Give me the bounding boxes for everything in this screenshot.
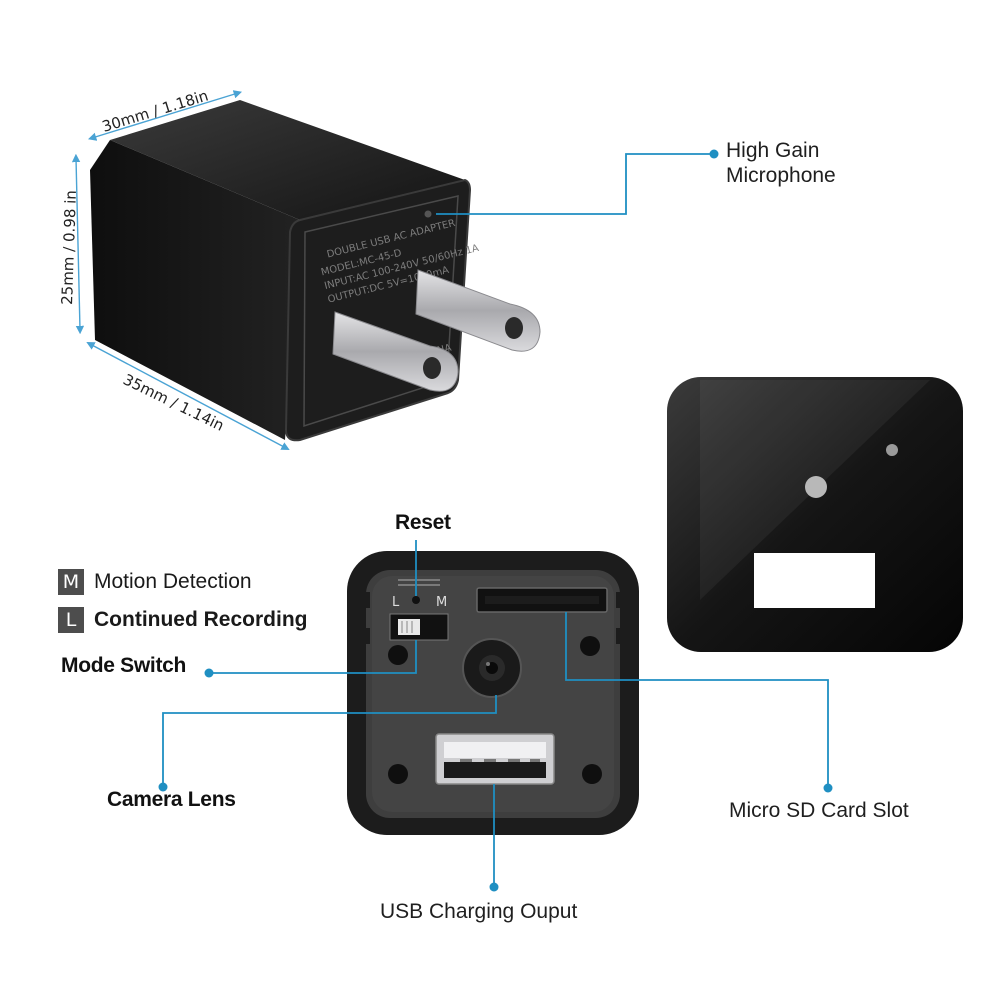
legend-item-continued: L Continued Recording — [58, 607, 308, 633]
callout-dot-icon — [204, 668, 214, 678]
microphone-label-line2: Microphone — [726, 164, 836, 187]
microphone-label-line1: High Gain — [726, 139, 820, 162]
callout-dot-icon — [158, 782, 168, 792]
mode-switch-callout-line — [212, 640, 417, 674]
camera-lens-callout-line — [162, 695, 497, 787]
callout-dot-icon — [709, 149, 719, 159]
microphone-callout-line — [436, 153, 710, 215]
callout-dot-icon — [823, 783, 833, 793]
microphone-hole — [424, 210, 432, 218]
usb-window — [754, 553, 875, 608]
dimension-height: 25mm / 0.98 in — [58, 190, 80, 305]
switch-label-right: M — [436, 595, 447, 610]
mode-switch-label: Mode Switch — [61, 654, 187, 677]
sd-slot-callout-line — [565, 612, 829, 786]
reset-label: Reset — [395, 511, 451, 534]
adapter-prongs — [332, 269, 541, 392]
camera-lens-label: Camera Lens — [107, 788, 236, 811]
reset-hole — [412, 596, 420, 604]
indicator-light — [886, 444, 898, 456]
dimension-lines — [71, 90, 290, 450]
legend-key-m: M — [58, 569, 84, 595]
usb-output-label: USB Charging Ouput — [380, 900, 578, 923]
callout-dot-icon — [489, 882, 499, 892]
sd-slot-label: Micro SD Card Slot — [729, 799, 909, 822]
legend-item-motion: M Motion Detection — [58, 569, 252, 595]
legend-text-motion: Motion Detection — [94, 570, 252, 593]
switch-label-left: L — [392, 595, 400, 610]
legend-text-continued: Continued Recording — [94, 608, 308, 631]
camera-module: L M — [347, 551, 639, 835]
adapter-back-face — [667, 377, 963, 652]
legend-key-l: L — [58, 607, 84, 633]
camera-pinhole — [805, 476, 827, 498]
